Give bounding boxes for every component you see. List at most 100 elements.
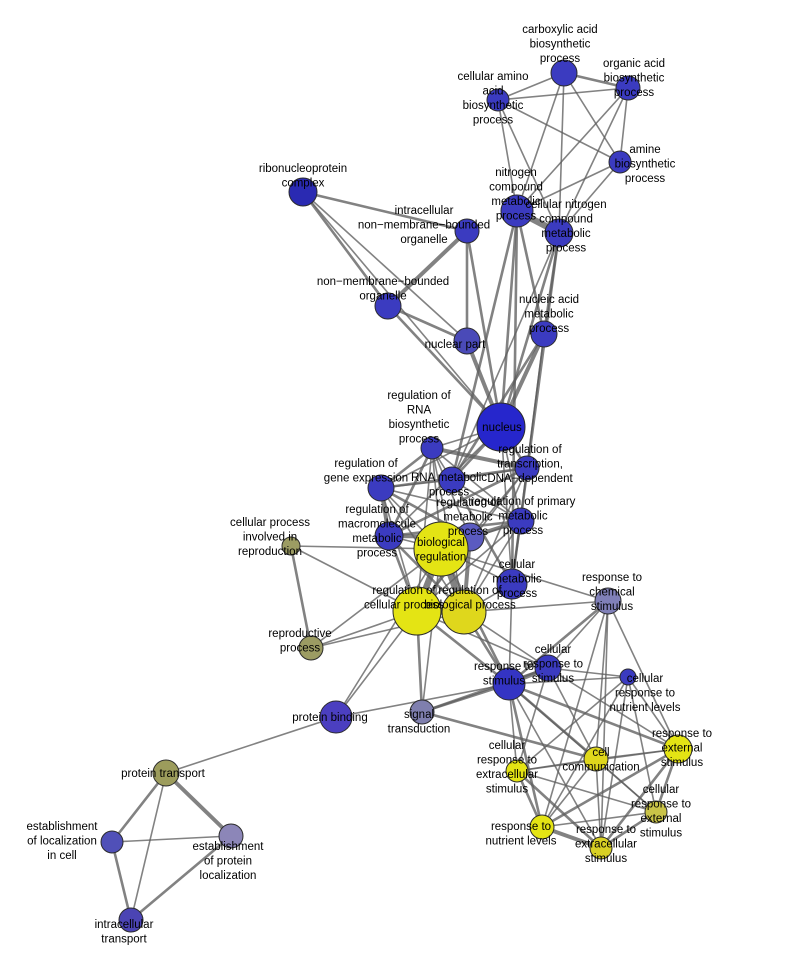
node-cellular-amino-acid-biosynthetic-process[interactable]	[486, 88, 510, 112]
edge-n5-n8	[301, 190, 469, 233]
node-cellular-process-involved-in-reproduction[interactable]	[281, 536, 301, 556]
node-label-n31: protein binding	[292, 712, 367, 724]
edge-n25-n26	[289, 544, 313, 650]
node-carboxylic-acid-biosynthetic-process[interactable]	[550, 59, 578, 87]
edge-n32-n33	[420, 710, 598, 761]
node-label-n39: protein transport	[121, 768, 206, 780]
node-cellular-nitrogen-compound-metabolic-process[interactable]	[544, 218, 574, 248]
node-rna-metabolic-process[interactable]	[438, 466, 466, 494]
edge-n14-n24	[463, 467, 528, 613]
edge-n12-n14	[430, 446, 529, 470]
node-response-to-nutrient-levels[interactable]	[529, 814, 555, 840]
edge-n6-n10	[515, 209, 546, 336]
edge-n27-n34	[607, 600, 679, 750]
edge-n1-n6	[516, 72, 565, 212]
edge-n27-n28	[547, 600, 609, 669]
node-intracellular-transport[interactable]	[118, 907, 144, 933]
node-cell-communication[interactable]	[583, 746, 609, 772]
node-protein-transport[interactable]	[152, 759, 180, 787]
edge-n33-n37	[541, 758, 597, 828]
edge-n28-n35	[516, 667, 549, 772]
edge-n30-n38	[600, 676, 629, 849]
node-establishment-of-localization-in-cell[interactable]	[100, 830, 124, 854]
edge-n9-n13	[386, 304, 503, 429]
node-cellular-response-to-external-stimulus[interactable]	[644, 800, 668, 824]
node-organic-acid-biosynthetic-process[interactable]	[615, 75, 641, 101]
node-nitrogen-compound-metabolic-process[interactable]	[500, 194, 534, 228]
edge-n5-n11	[302, 191, 468, 342]
node-establishment-of-protein-localization[interactable]	[218, 823, 244, 849]
edge-n34-n38	[599, 747, 680, 850]
node-cellular-metabolic-process[interactable]	[496, 568, 528, 600]
node-intracellular-non-membrane-bounded-organelle[interactable]	[454, 218, 480, 244]
edge-n27-n37	[541, 600, 609, 828]
edge-n27-n33	[595, 600, 609, 760]
node-regulation-of-biological-process[interactable]	[441, 589, 487, 635]
edge-n15-n17	[380, 487, 522, 522]
node-regulation-of-transcription-dna-dependent[interactable]	[514, 455, 540, 481]
edge-n2-n4	[497, 99, 621, 163]
node-signal-transduction[interactable]	[409, 699, 435, 725]
edge-n30-n36	[627, 676, 657, 813]
node-response-to-stimulus[interactable]	[492, 667, 526, 701]
edge-n8-n13	[465, 229, 503, 429]
edge-n6-n16	[450, 209, 519, 482]
edge-n30-n35	[516, 676, 629, 772]
nodes-layer	[100, 59, 693, 933]
node-amine-biosynthetic-process[interactable]	[608, 150, 632, 174]
edge-n41-n42	[129, 834, 233, 922]
node-response-to-external-stimulus[interactable]	[663, 734, 693, 764]
node-protein-binding[interactable]	[319, 700, 353, 734]
node-nucleus[interactable]	[476, 402, 526, 452]
edge-n13-n21	[500, 426, 513, 585]
node-regulation-of-macromolecule-metabolic-process[interactable]	[374, 521, 404, 551]
node-cellular-response-to-nutrient-levels[interactable]	[619, 668, 637, 686]
node-response-to-extracellular-stimulus[interactable]	[589, 836, 613, 860]
node-cellular-response-to-extracellular-stimulus[interactable]	[505, 759, 529, 783]
edge-n28-n33	[547, 667, 597, 760]
node-nuclear-part[interactable]	[453, 327, 481, 355]
node-regulation-of-rna-biosynthetic-process[interactable]	[420, 436, 444, 460]
edge-n27-n29	[507, 599, 610, 686]
node-non-membrane-bounded-organelle[interactable]	[374, 292, 402, 320]
node-ribonucleoprotein-complex[interactable]	[288, 177, 318, 207]
node-biological-regulation[interactable]	[413, 521, 469, 577]
node-cellular-response-to-stimulus[interactable]	[534, 654, 562, 682]
node-regulation-of-primary-metabolic-process[interactable]	[507, 507, 535, 535]
edge-n2-n7	[497, 99, 560, 234]
edge-n12-n18	[387, 446, 434, 538]
edge-n39-n42	[130, 772, 167, 921]
node-reproductive-process[interactable]	[298, 635, 324, 661]
edge-n33-n38	[595, 758, 602, 849]
edge-n35-n38	[515, 769, 603, 850]
node-regulation-of-gene-expression[interactable]	[367, 474, 395, 502]
node-regulation-of-cellular-process[interactable]	[392, 586, 442, 636]
edge-n20-n31	[335, 548, 442, 718]
edge-n3-n7	[558, 87, 629, 234]
edge-n6-n13	[499, 209, 519, 429]
edge-n40-n41	[111, 835, 232, 843]
edge-n40-n42	[110, 840, 133, 922]
node-nucleic-acid-metabolic-process[interactable]	[530, 320, 558, 348]
node-response-to-chemical-stimulus[interactable]	[594, 587, 622, 615]
edge-n4-n6	[516, 161, 621, 212]
